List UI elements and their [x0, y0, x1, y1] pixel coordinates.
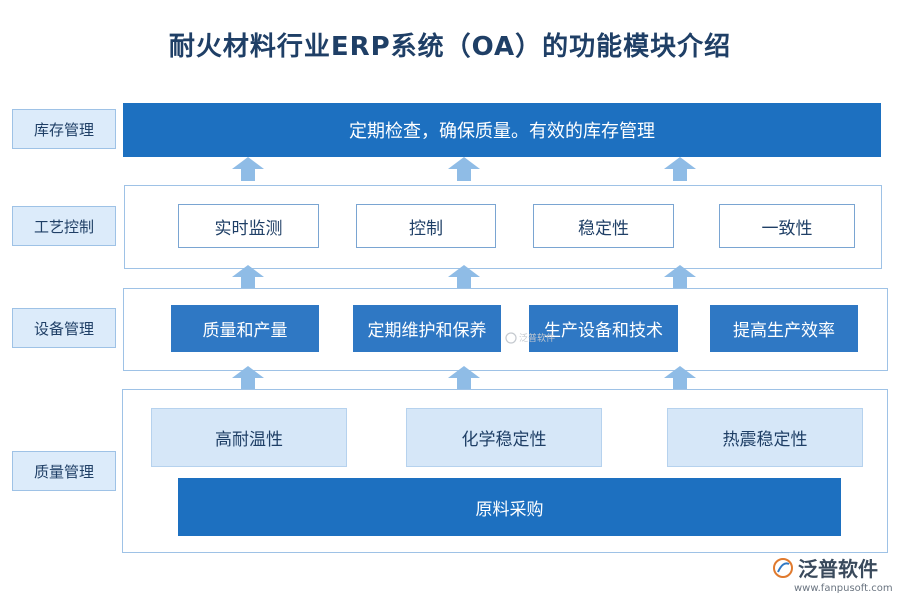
- layer-label-quality: 质量管理: [12, 451, 116, 491]
- quality-item: 高耐温性: [151, 408, 347, 467]
- up-arrow-icon: [664, 265, 696, 289]
- page-title: 耐火材料行业ERP系统（OA）的功能模块介绍: [168, 32, 732, 62]
- watermark-text: 泛普软件: [519, 334, 556, 344]
- watermark: 泛普软件: [505, 331, 555, 344]
- brand-url: www.fanpusoft.com: [794, 583, 893, 594]
- layer-label-process: 工艺控制: [12, 206, 116, 246]
- layer-label-inventory: 库存管理: [12, 109, 116, 149]
- inventory-banner: 定期检查，确保质量。有效的库存管理: [123, 103, 881, 157]
- brand-logo: 泛普软件 www.fanpusoft.com: [772, 553, 893, 595]
- equipment-item: 生产设备和技术: [529, 305, 678, 352]
- up-arrow-icon: [232, 265, 264, 289]
- brand-name: 泛普软件: [798, 557, 878, 581]
- up-arrow-icon: [448, 157, 480, 181]
- equipment-item: 定期维护和保养: [353, 305, 501, 352]
- quality-base-banner: 原料采购: [178, 478, 841, 536]
- up-arrow-icon: [664, 157, 696, 181]
- up-arrow-icon: [232, 157, 264, 181]
- up-arrow-icon: [232, 366, 264, 390]
- process-item: 实时监测: [178, 204, 319, 248]
- process-item: 稳定性: [533, 204, 674, 248]
- layer-label-equipment: 设备管理: [12, 308, 116, 348]
- equipment-item: 提高生产效率: [710, 305, 858, 352]
- quality-item: 热震稳定性: [667, 408, 863, 467]
- quality-item: 化学稳定性: [406, 408, 602, 467]
- equipment-item: 质量和产量: [171, 305, 319, 352]
- up-arrow-icon: [448, 366, 480, 390]
- brand-logo-icon: [773, 557, 793, 578]
- process-item: 一致性: [719, 204, 855, 248]
- up-arrow-icon: [664, 366, 696, 390]
- watermark-logo-icon: [505, 331, 517, 344]
- up-arrow-icon: [448, 265, 480, 289]
- process-item: 控制: [356, 204, 496, 248]
